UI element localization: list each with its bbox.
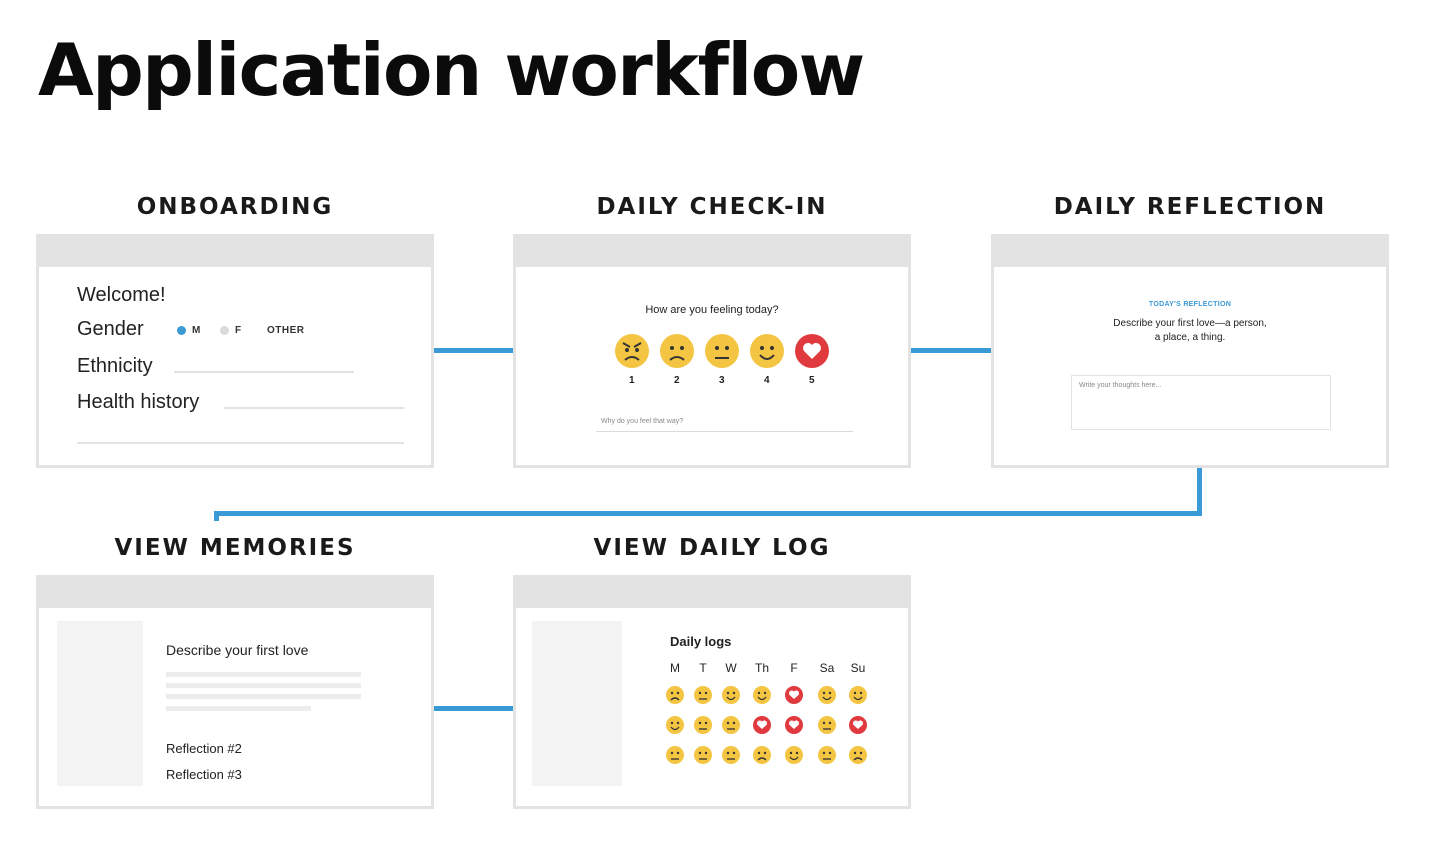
- text-line-placeholder: [166, 706, 311, 711]
- day-header: F: [790, 661, 798, 675]
- card-title-bar: [516, 578, 908, 608]
- day-header: Sa: [819, 661, 835, 675]
- neutral-face-icon[interactable]: [722, 716, 740, 734]
- card-title-bar: [39, 237, 431, 267]
- welcome-text: Welcome!: [77, 284, 166, 306]
- why-input[interactable]: [596, 431, 853, 432]
- daily-reflection-card: TODAY'S REFLECTION Describe your first l…: [991, 234, 1389, 468]
- neutral-face-icon[interactable]: [694, 746, 712, 764]
- stage-label-onboarding: ONBOARDING: [136, 194, 334, 220]
- day-header: W: [725, 661, 737, 675]
- neutral-face-icon[interactable]: [722, 746, 740, 764]
- daily-check-in-card: How are you feeling today?: [513, 234, 911, 468]
- rating-row: [615, 334, 829, 368]
- card-title-bar: [39, 578, 431, 608]
- frown-face-icon[interactable]: [849, 746, 867, 764]
- connector-onboarding-checkin: [434, 348, 514, 353]
- memory-entry-title[interactable]: Describe your first love: [166, 642, 309, 658]
- connector-memories-dailylog: [434, 706, 514, 711]
- extra-input-line[interactable]: [77, 442, 404, 444]
- reflection-placeholder: Write your thoughts here...: [1079, 382, 1162, 389]
- log-image-placeholder: [532, 621, 622, 786]
- page-title: Application workflow: [38, 28, 865, 112]
- reflection-kicker: TODAY'S REFLECTION: [1148, 301, 1232, 308]
- connector-checkin-reflection: [911, 348, 991, 353]
- rating-5-label: 5: [809, 375, 815, 386]
- ethnicity-label: Ethnicity: [77, 355, 153, 377]
- gender-option-other[interactable]: OTHER: [267, 325, 305, 336]
- rating-2-label: 2: [674, 375, 680, 386]
- reflection-prompt-line1: Describe your first love—a person,: [1113, 318, 1267, 329]
- smile-face-icon[interactable]: [666, 716, 684, 734]
- heart-icon[interactable]: [785, 716, 803, 734]
- reflection-prompt-line2: a place, a thing.: [1154, 332, 1226, 343]
- angry-face-icon: [615, 334, 649, 368]
- smile-face-icon: [750, 334, 784, 368]
- stage-label-view-daily-log: VIEW DAILY LOG: [593, 535, 831, 561]
- smile-face-icon[interactable]: [849, 686, 867, 704]
- stage-label-daily-check-in: DAILY CHECK-IN: [596, 194, 828, 220]
- gender-option-m: M: [192, 325, 201, 336]
- day-header: Th: [754, 661, 769, 675]
- daily-logs-heading: Daily logs: [670, 634, 732, 649]
- view-memories-card: Describe your first love Reflection #2 R…: [36, 575, 434, 809]
- connector-return-drop: [214, 511, 219, 521]
- reflection-textarea[interactable]: Write your thoughts here...: [1071, 375, 1331, 430]
- text-line-placeholder: [166, 672, 361, 677]
- text-line-placeholder: [166, 694, 361, 699]
- feeling-question: How are you feeling today?: [645, 304, 779, 316]
- health-history-input[interactable]: [224, 407, 404, 409]
- stage-label-view-memories: VIEW MEMORIES: [114, 535, 356, 561]
- rating-1-label: 1: [629, 375, 635, 386]
- day-header: T: [699, 661, 707, 675]
- memory-item[interactable]: Reflection #3: [166, 767, 242, 782]
- neutral-face-icon[interactable]: [694, 716, 712, 734]
- gender-option-f: F: [235, 325, 242, 336]
- frown-face-icon[interactable]: [666, 686, 684, 704]
- why-input-placeholder[interactable]: Why do you feel that way?: [601, 418, 684, 425]
- smile-face-icon[interactable]: [785, 746, 803, 764]
- frown-face-icon: [660, 334, 694, 368]
- rating-3-label: 3: [719, 375, 725, 386]
- gender-label: Gender: [77, 318, 144, 340]
- memory-item[interactable]: Reflection #2: [166, 741, 242, 756]
- heart-icon: [795, 334, 829, 368]
- connector-return-row: [214, 511, 1202, 516]
- neutral-face-icon[interactable]: [818, 746, 836, 764]
- rating-4-label: 4: [764, 375, 770, 386]
- health-history-label: Health history: [77, 391, 200, 413]
- day-header: M: [670, 661, 680, 675]
- card-title-bar: [994, 237, 1386, 267]
- ethnicity-input[interactable]: [174, 371, 354, 373]
- heart-icon[interactable]: [753, 716, 771, 734]
- neutral-face-icon[interactable]: [694, 686, 712, 704]
- memory-image-placeholder: [57, 621, 143, 786]
- smile-face-icon[interactable]: [753, 686, 771, 704]
- daily-log-grid: [666, 686, 867, 764]
- gender-radio-f[interactable]: [220, 326, 229, 335]
- text-line-placeholder: [166, 683, 361, 688]
- stage-label-daily-reflection: DAILY REFLECTION: [1053, 194, 1327, 220]
- neutral-face-icon[interactable]: [666, 746, 684, 764]
- card-title-bar: [516, 237, 908, 267]
- smile-face-icon[interactable]: [722, 686, 740, 704]
- heart-icon[interactable]: [785, 686, 803, 704]
- neutral-face-icon: [705, 334, 739, 368]
- connector-reflection-down: [1197, 466, 1202, 516]
- view-daily-log-card: Daily logs M T W Th F Sa Su: [513, 575, 911, 809]
- frown-face-icon[interactable]: [753, 746, 771, 764]
- day-header: Su: [850, 661, 866, 675]
- neutral-face-icon[interactable]: [818, 716, 836, 734]
- smile-face-icon[interactable]: [818, 686, 836, 704]
- gender-radio-m[interactable]: [177, 326, 186, 335]
- heart-icon[interactable]: [849, 716, 867, 734]
- onboarding-card: Welcome! Gender M F OTHER Ethnicity Heal…: [36, 234, 434, 468]
